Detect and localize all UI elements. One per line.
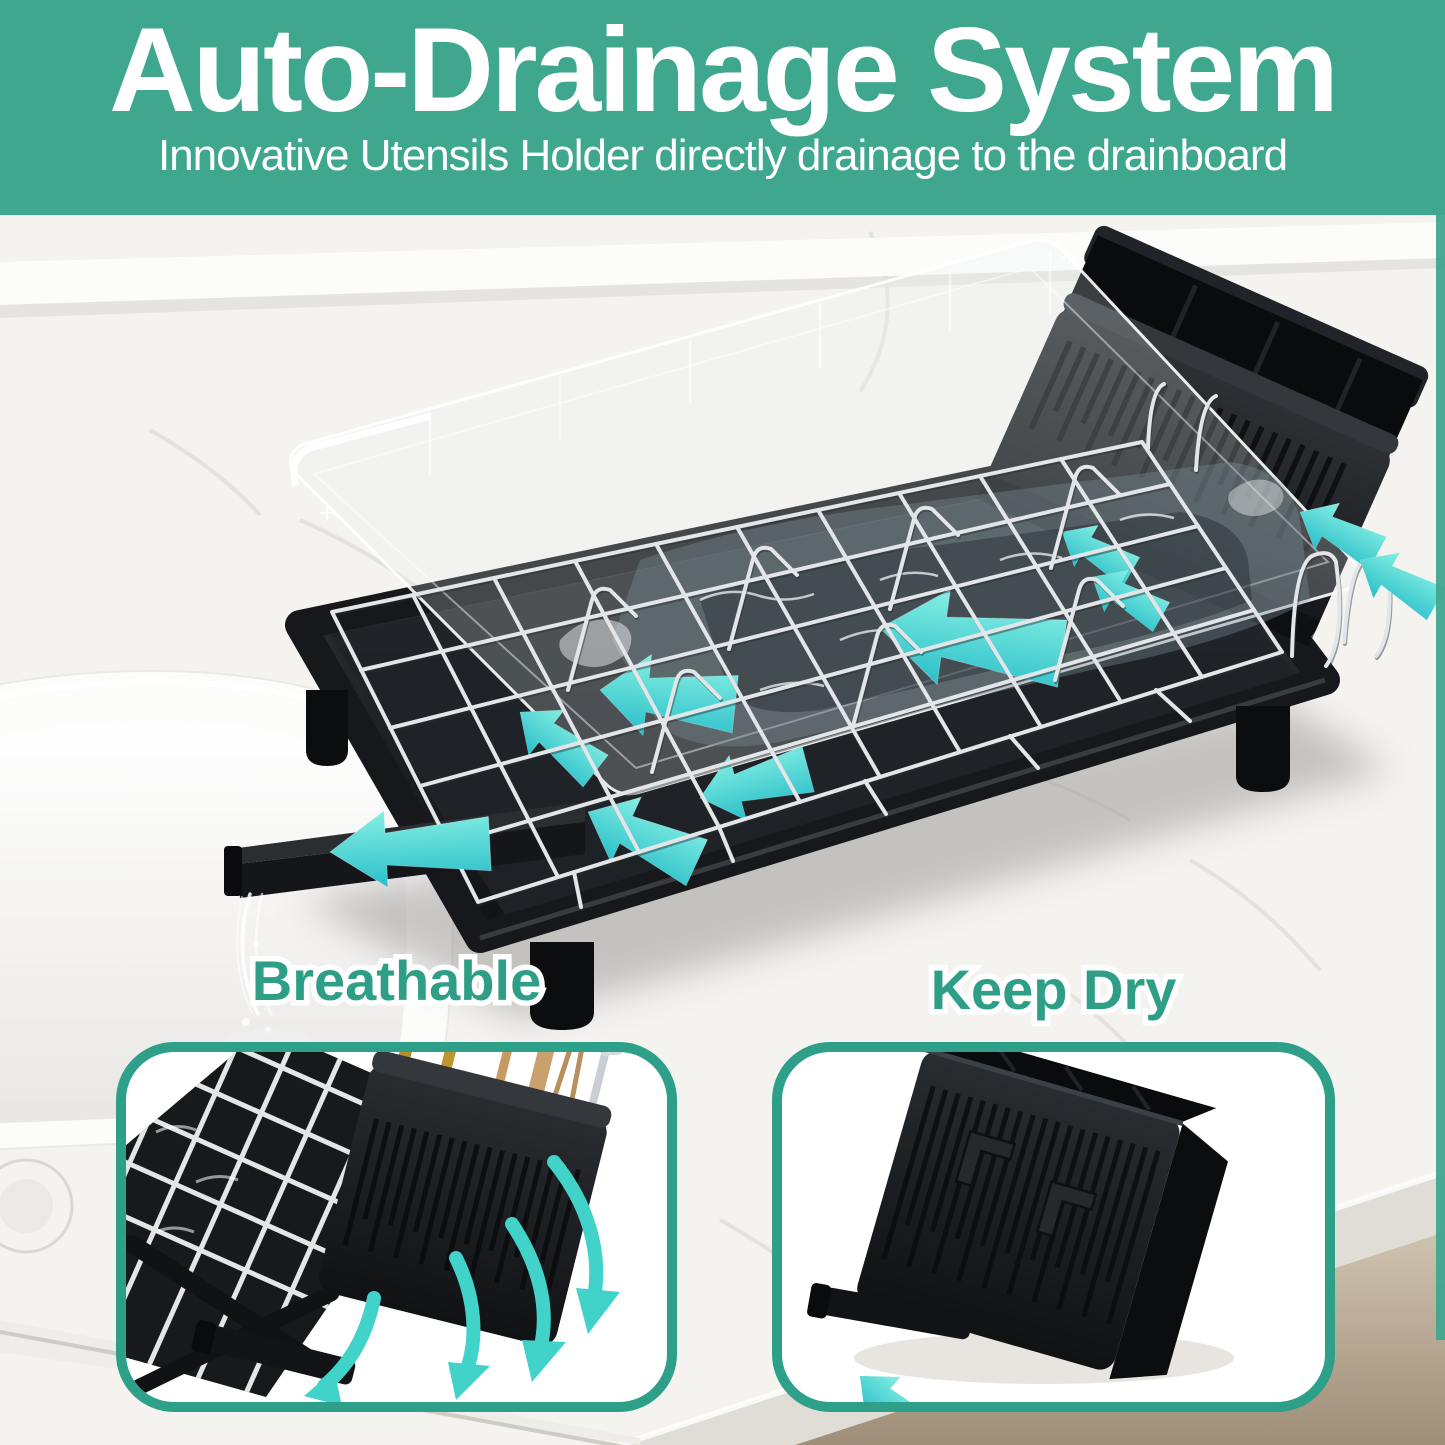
spout-closeup xyxy=(191,1320,356,1385)
hanging-hooks xyxy=(954,1129,1098,1238)
utensil-caddy xyxy=(976,225,1429,647)
kitchen-sink xyxy=(0,669,640,1445)
page-subtitle: Innovative Utensils Holder directly drai… xyxy=(157,131,1288,180)
right-edge-accent xyxy=(1436,215,1445,1340)
wire-basket xyxy=(330,382,1392,909)
whisk-icon xyxy=(587,1052,639,1111)
callout-label: Breathable xyxy=(251,949,542,1012)
callout-label-outline: Keep Dry xyxy=(925,953,1182,1027)
spout-keep-dry xyxy=(807,1283,973,1340)
wood-spatula-icon xyxy=(526,1052,570,1104)
rack-shadow xyxy=(300,700,1390,1020)
keep-dry-illustration xyxy=(807,1052,1234,1402)
airflow-arrow-icon xyxy=(505,1217,551,1357)
header-banner: Auto-Drainage System Innovative Utensils… xyxy=(0,0,1445,215)
utensil-holder-box xyxy=(857,1052,1229,1380)
callout-label-outline: Breathable xyxy=(246,944,546,1018)
chopsticks-icon xyxy=(548,1052,595,1116)
page-title: Auto-Drainage System xyxy=(109,3,1339,137)
callout-keep-dry: Keep Dry Keep Dry xyxy=(772,953,1335,1027)
airflow-arrows xyxy=(304,1155,620,1402)
callout-label: Keep Dry xyxy=(930,958,1177,1021)
inset-breathable xyxy=(116,1042,677,1412)
breathable-illustration xyxy=(126,1052,639,1402)
honey-dipper-icon xyxy=(494,1052,526,1090)
airflow-arrow-icon xyxy=(547,1155,604,1305)
airflow-arrow-icon xyxy=(449,1251,481,1379)
callout-breathable: Breathable Breathable xyxy=(116,944,677,1018)
inset-keep-dry xyxy=(772,1042,1335,1412)
